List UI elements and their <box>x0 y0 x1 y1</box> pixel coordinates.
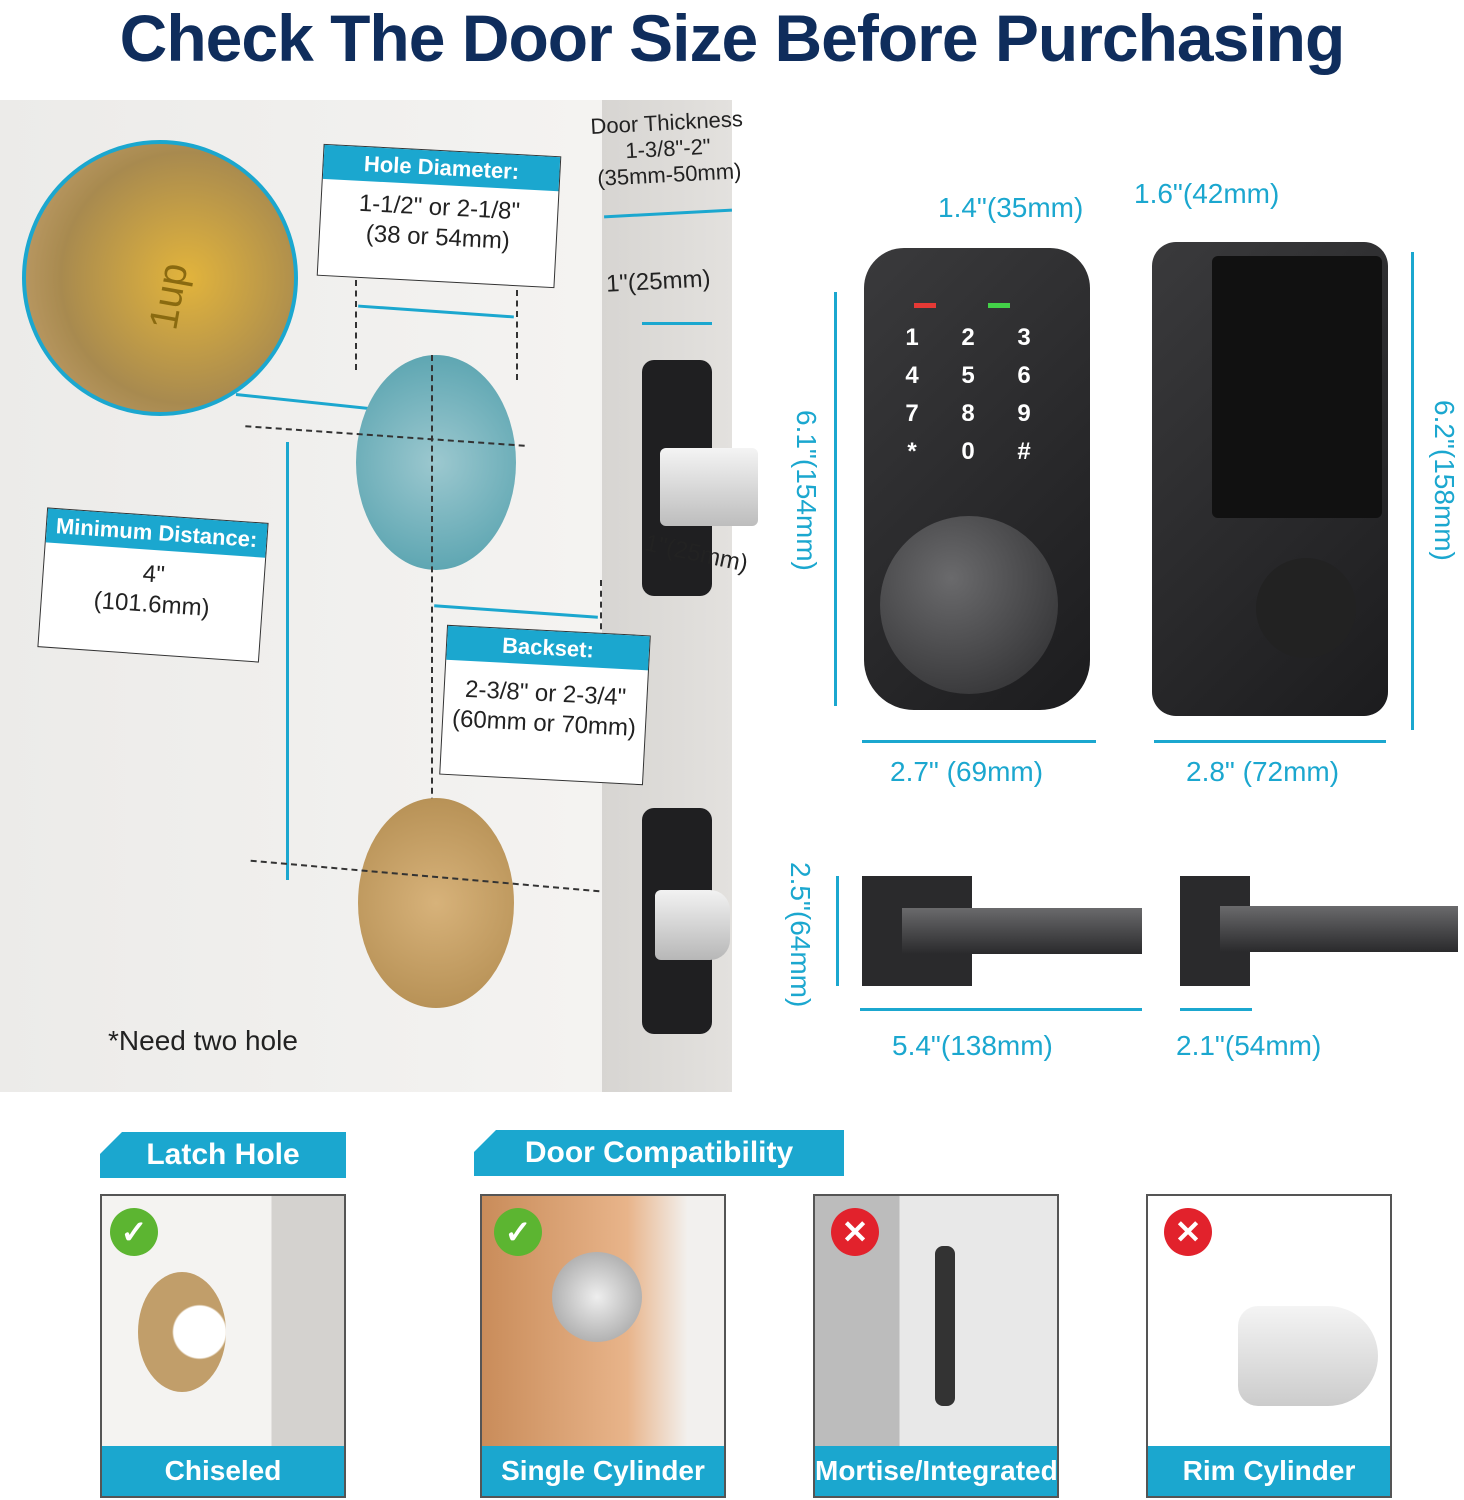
lever-front <box>862 876 1142 986</box>
dimension-arrow <box>862 740 1096 743</box>
dimension-arrow <box>1154 740 1386 743</box>
center-line <box>431 355 433 1005</box>
card-caption: Mortise/Integrated <box>815 1446 1057 1496</box>
dimension-arrow <box>834 292 837 706</box>
thumbturn <box>1256 558 1356 658</box>
dash-line <box>355 280 357 370</box>
faceplate-width-label: 1"(25mm) <box>605 265 712 298</box>
latch-bolt <box>655 890 730 960</box>
x-icon: ✕ <box>1164 1208 1212 1256</box>
key-7[interactable]: 7 <box>905 400 919 427</box>
bore-hole <box>356 355 516 570</box>
lever-depth-label: 2.1"(54mm) <box>1176 1030 1322 1061</box>
key-3[interactable]: 3 <box>1017 324 1031 351</box>
key-1[interactable]: 1 <box>905 324 919 351</box>
back-height-label: 6.2"(158mm) <box>1429 400 1460 561</box>
hole-diameter-card: Hole Diameter: 1-1/2" or 2-1/8" (38 or 5… <box>316 143 562 289</box>
keypad-lock-front: 1 2 3 4 5 6 7 8 9 * 0 # <box>864 248 1090 710</box>
card-single-cylinder: ✓ Single Cylinder <box>480 1194 726 1498</box>
lever-handle <box>902 908 1142 954</box>
keypad: 1 2 3 4 5 6 7 8 9 * 0 # <box>888 324 1056 466</box>
latch-hole-image <box>138 1272 226 1392</box>
key-9[interactable]: 9 <box>1017 400 1031 427</box>
dimension-arrow <box>836 876 839 986</box>
green-led <box>988 303 1010 308</box>
lever-handle <box>1220 906 1458 952</box>
card-caption: Chiseled <box>102 1446 344 1496</box>
front-height-label: 6.1"(154mm) <box>791 410 822 571</box>
lever-side <box>1180 876 1458 986</box>
deadbolt <box>660 448 758 526</box>
latch-logo: 1up <box>141 259 197 334</box>
key-hash[interactable]: # <box>1017 438 1031 465</box>
latch-hole-tab: Latch Hole <box>100 1132 346 1178</box>
card-mortise: ✕ Mortise/Integrated <box>813 1194 1059 1498</box>
key-6[interactable]: 6 <box>1017 362 1031 389</box>
back-width-label: 2.8" (72mm) <box>1186 756 1340 787</box>
card-caption: Single Cylinder <box>482 1446 724 1496</box>
key-0[interactable]: 0 <box>961 438 975 465</box>
latch-bore-hole <box>358 798 514 1008</box>
key-star[interactable]: * <box>907 438 917 465</box>
mortise-plate-image <box>935 1246 955 1406</box>
rim-lock-image <box>1238 1306 1378 1406</box>
red-led <box>914 303 936 308</box>
door-thickness-label: Door Thickness 1-3/8"-2" (35mm-50mm) <box>576 105 760 192</box>
latch-zoom-circle: 1up <box>22 140 298 416</box>
backset-card: Backset: 2-3/8" or 2-3/4" (60mm or 70mm) <box>439 624 651 786</box>
key-2[interactable]: 2 <box>961 324 975 351</box>
card-chiseled: ✓ Chiseled <box>100 1194 346 1498</box>
dimension-arrow <box>642 322 712 325</box>
minimum-distance-card: Minimum Distance: 4" (101.6mm) <box>37 507 269 663</box>
front-width-label: 2.7" (69mm) <box>890 756 1044 787</box>
dimension-arrow <box>860 1008 1142 1011</box>
card-rim-cylinder: ✕ Rim Cylinder <box>1146 1194 1392 1498</box>
lock-back-unit <box>1152 242 1388 716</box>
back-depth-label: 1.6"(42mm) <box>1134 178 1280 209</box>
min-distance-arrow <box>286 442 289 880</box>
dimension-arrow <box>1180 1008 1252 1011</box>
dash-line <box>600 580 602 640</box>
knob <box>880 516 1058 694</box>
x-icon: ✕ <box>831 1208 879 1256</box>
front-depth-label: 1.4"(35mm) <box>938 192 1084 223</box>
cylinder-image <box>552 1252 642 1342</box>
door-compatibility-tab: Door Compatibility <box>474 1130 844 1176</box>
lever-height-label: 2.5"(64mm) <box>785 862 816 1008</box>
card-caption: Rim Cylinder <box>1148 1446 1390 1496</box>
key-4[interactable]: 4 <box>905 362 919 389</box>
note-text: *Need two hole <box>108 1025 298 1056</box>
lever-length-label: 5.4"(138mm) <box>892 1030 1053 1061</box>
key-5[interactable]: 5 <box>961 362 975 389</box>
dimension-arrow <box>1411 252 1414 730</box>
key-8[interactable]: 8 <box>961 400 975 427</box>
battery-cover <box>1212 256 1382 518</box>
page-title: Check The Door Size Before Purchasing <box>119 1 1346 75</box>
dash-line <box>516 290 518 380</box>
check-icon: ✓ <box>110 1208 158 1256</box>
check-icon: ✓ <box>494 1208 542 1256</box>
